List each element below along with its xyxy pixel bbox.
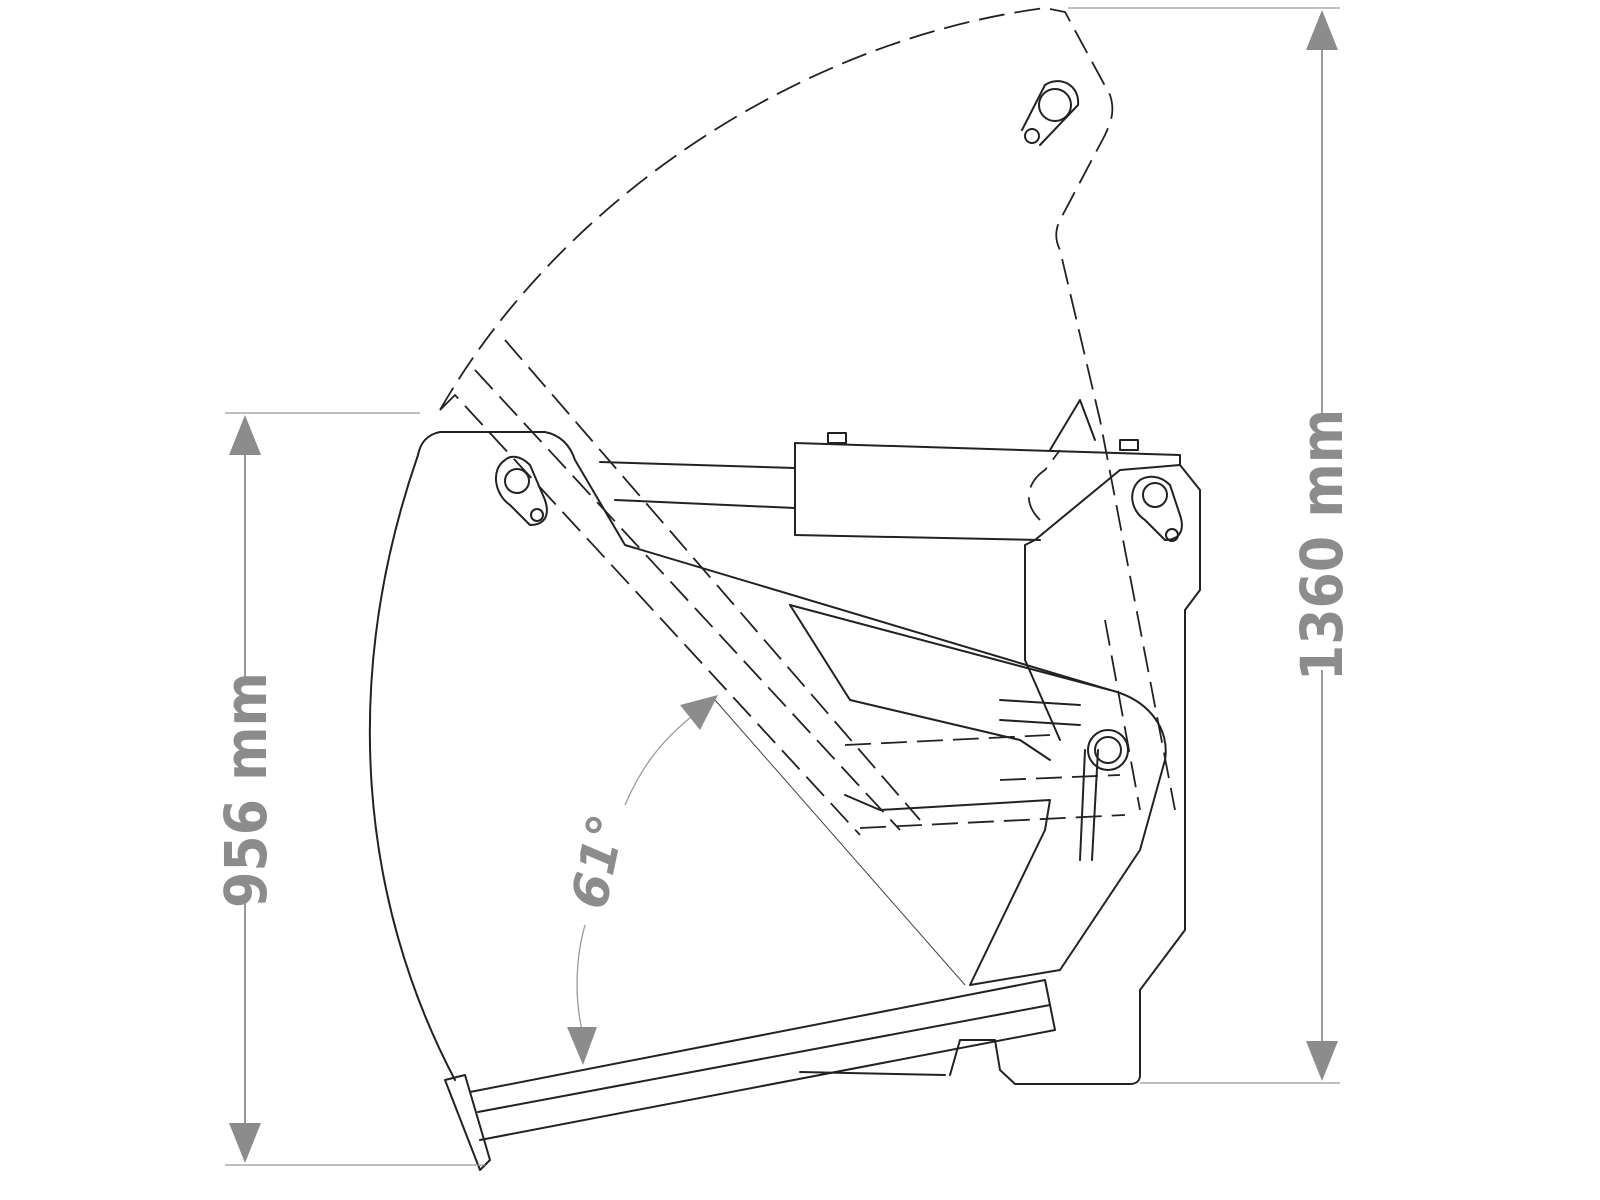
opening-angle-label: 61° xyxy=(560,809,636,914)
arrow-up-icon xyxy=(1306,10,1338,50)
arrow-icon xyxy=(567,1027,597,1065)
tine xyxy=(444,979,1056,1171)
arrow-up-icon xyxy=(229,415,261,455)
hydraulic-cylinder xyxy=(794,432,1181,541)
arrow-down-icon xyxy=(1306,1041,1338,1081)
dimension-total-height: 1360 mm xyxy=(1068,7,1356,1084)
arrow-down-icon xyxy=(229,1123,261,1163)
mounting-frame xyxy=(799,464,1201,1085)
arrow-icon xyxy=(680,695,718,730)
pivot-pins xyxy=(495,455,1183,771)
total-height-label: 1360 mm xyxy=(1288,409,1356,681)
dimension-opening-angle: 61° xyxy=(560,695,718,1065)
bucket-body xyxy=(368,399,1167,1081)
main-hinge-pin xyxy=(1087,729,1129,771)
bucket-height-label: 956 mm xyxy=(212,672,280,908)
raised-pivot-pin xyxy=(1038,88,1072,122)
raised-upper-jaw-dashed xyxy=(439,7,1176,836)
dimension-bucket-height: 956 mm xyxy=(212,412,485,1166)
